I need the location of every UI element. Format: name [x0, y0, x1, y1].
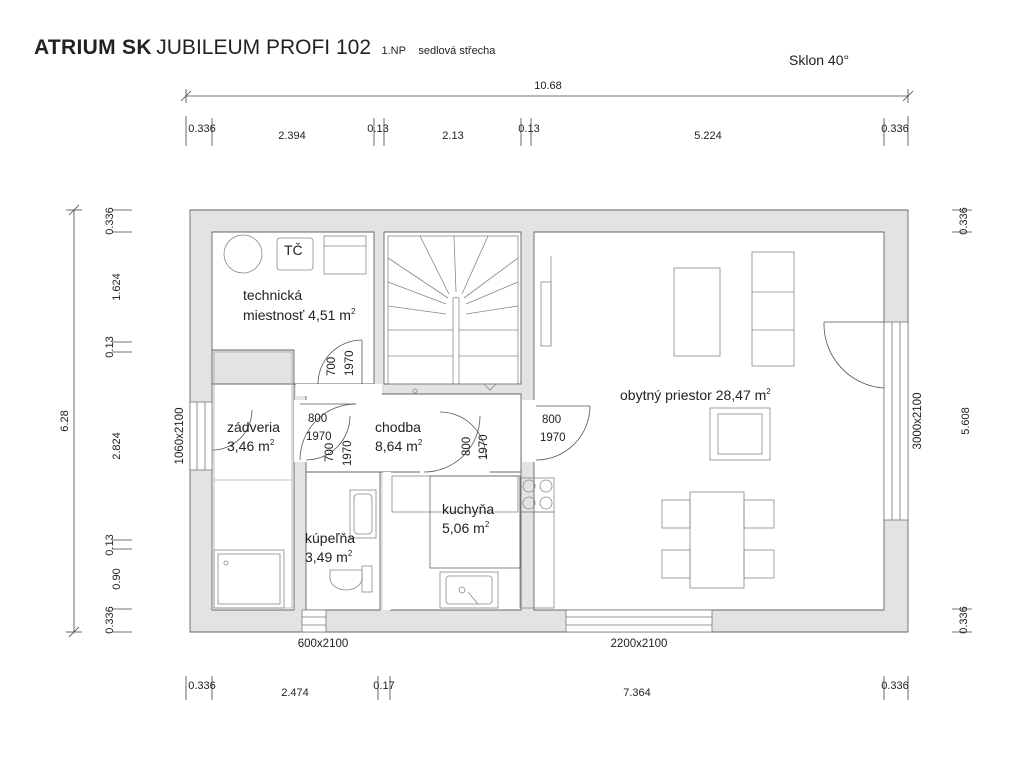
window-bottom-left-size: 600x2100 [298, 638, 349, 650]
window-left-size: 1060x2100 [174, 408, 186, 465]
shower-tray [213, 549, 285, 609]
dim-left-6: 0.336 [104, 606, 116, 634]
door-tech-width: 700 [326, 357, 338, 376]
technical-room-name: technická [243, 287, 302, 303]
dining-table [689, 491, 745, 589]
dim-top-6: 0.336 [881, 123, 909, 135]
heat-pump-unit [276, 237, 314, 271]
dim-left-1: 1.624 [111, 273, 123, 301]
dim-left-5: 0.90 [111, 568, 123, 589]
living-room-label: obytný priestor 28,47 m2 [620, 387, 771, 403]
dimension-labels: 10.68 0.336 2.394 0.13 2.13 0.13 5.224 0… [59, 80, 972, 699]
boiler-symbol [223, 234, 263, 274]
model-name: JUBILEUM PROFI 102 [156, 36, 371, 59]
door-kitchen-width: 800 [461, 437, 473, 456]
dim-bottom-3: 7.364 [623, 687, 651, 699]
washbasin [349, 489, 377, 539]
dim-left-3: 2.824 [111, 432, 123, 460]
opening-labels: 700 1970 800 1970 700 1970 800 1970 800 … [174, 350, 924, 650]
brand-name: ATRIUM SK [34, 36, 152, 59]
furniture [213, 234, 795, 609]
back-entry-area: 3,46 m2 [227, 438, 275, 454]
hall-area: 8,64 m2 [375, 438, 423, 454]
dim-left-4: 0.13 [104, 534, 116, 555]
door-swings [211, 321, 885, 473]
roof-type: sedlová střecha [418, 45, 496, 57]
dim-bottom-0: 0.336 [188, 680, 216, 692]
door-back-height: 1970 [306, 431, 332, 443]
door-bath-width: 700 [324, 443, 336, 462]
dim-right-0: 0.336 [958, 207, 970, 235]
bathroom-area: 3,49 m2 [305, 549, 353, 565]
door-bath-height: 1970 [342, 440, 354, 466]
back-entry-name: zádveria [227, 419, 280, 435]
water-heater [323, 235, 367, 275]
dim-bottom-2: 0.17 [373, 680, 394, 692]
dim-top-2: 0.13 [367, 123, 388, 135]
door-back-width: 800 [308, 413, 327, 425]
cooktop [522, 479, 536, 493]
window-bottom-right-size: 2200x2100 [611, 638, 668, 650]
toilet [329, 569, 363, 591]
hall-name: chodba [375, 419, 421, 435]
windows [189, 321, 909, 633]
window-right-size: 3000x2100 [912, 393, 924, 450]
dim-bottom-1: 2.474 [281, 687, 309, 699]
dim-top-total: 10.68 [534, 80, 562, 92]
room-labels: TČ technická miestnosť 4,51 m2 zádveria … [227, 242, 771, 565]
bathroom-name: kúpeľňa [305, 530, 355, 546]
plan-title: ATRIUM SK JUBILEUM PROFI 102 1.NP sedlov… [34, 36, 495, 60]
kitchen-sink [439, 571, 499, 609]
heat-pump-label: TČ [284, 242, 303, 258]
dim-right-1: 0.336 [958, 606, 970, 634]
door-living-height: 1970 [540, 432, 566, 444]
staircase [387, 235, 519, 394]
sofa [751, 251, 795, 367]
dim-left-0: 0.336 [104, 207, 116, 235]
dim-top-0: 0.336 [188, 123, 216, 135]
dim-left-total: 6.28 [59, 410, 71, 431]
kitchen-island [429, 475, 521, 569]
kitchen-area: 5,06 m2 [442, 520, 490, 536]
armchair [709, 407, 771, 461]
dim-top-5: 5.224 [694, 130, 722, 142]
dim-top-3: 2.13 [442, 130, 463, 142]
floor-label: 1.NP [381, 45, 406, 57]
dim-right-total: 5.608 [960, 407, 972, 435]
dim-bottom-4: 0.336 [881, 680, 909, 692]
door-living-width: 800 [542, 414, 561, 426]
dim-left-2: 0.13 [104, 336, 116, 357]
dim-top-1: 2.394 [278, 130, 306, 142]
coffee-table [673, 267, 721, 357]
door-tech-height: 1970 [344, 350, 356, 376]
door-kitchen-height: 1970 [478, 434, 490, 460]
technical-room-area: miestnosť 4,51 m2 [243, 307, 356, 323]
kitchen-name: kuchyňa [442, 501, 494, 517]
dimension-lines [66, 89, 972, 700]
dim-top-4: 0.13 [518, 123, 539, 135]
roof-slope: Sklon 40° [789, 52, 850, 68]
tv-unit [540, 281, 552, 347]
wall-openings [294, 384, 536, 610]
